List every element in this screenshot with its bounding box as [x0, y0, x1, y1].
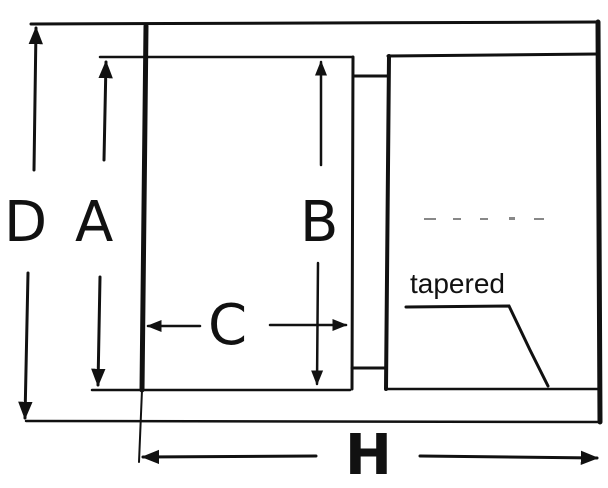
h-arrow-left: [141, 449, 318, 465]
outer-top-edge: [29, 20, 600, 26]
a-arrow-down: [91, 275, 106, 387]
outer-right-edge: [595, 19, 603, 425]
a-arrow-up: [98, 60, 113, 162]
d-arrow-down: [18, 271, 33, 420]
label-h: H: [345, 423, 392, 488]
right-chamber-left: [384, 54, 391, 391]
h-left-extension: [138, 389, 143, 463]
d-arrow-up: [28, 26, 43, 172]
main-left-edge: [139, 23, 149, 393]
left-chamber-right-edge: [350, 55, 355, 391]
label-a: A: [75, 190, 114, 255]
right-chamber-top: [386, 52, 600, 58]
tapered-leader: [404, 304, 550, 388]
outer-bottom-edge: [24, 419, 602, 424]
label-b: B: [300, 190, 339, 255]
b-arrow-down: [311, 261, 324, 386]
label-tapered: tapered: [410, 268, 505, 299]
label-c: C: [208, 293, 248, 358]
h-arrow-right: [418, 450, 599, 466]
label-d: D: [4, 190, 48, 255]
faint-marks: [424, 217, 544, 220]
